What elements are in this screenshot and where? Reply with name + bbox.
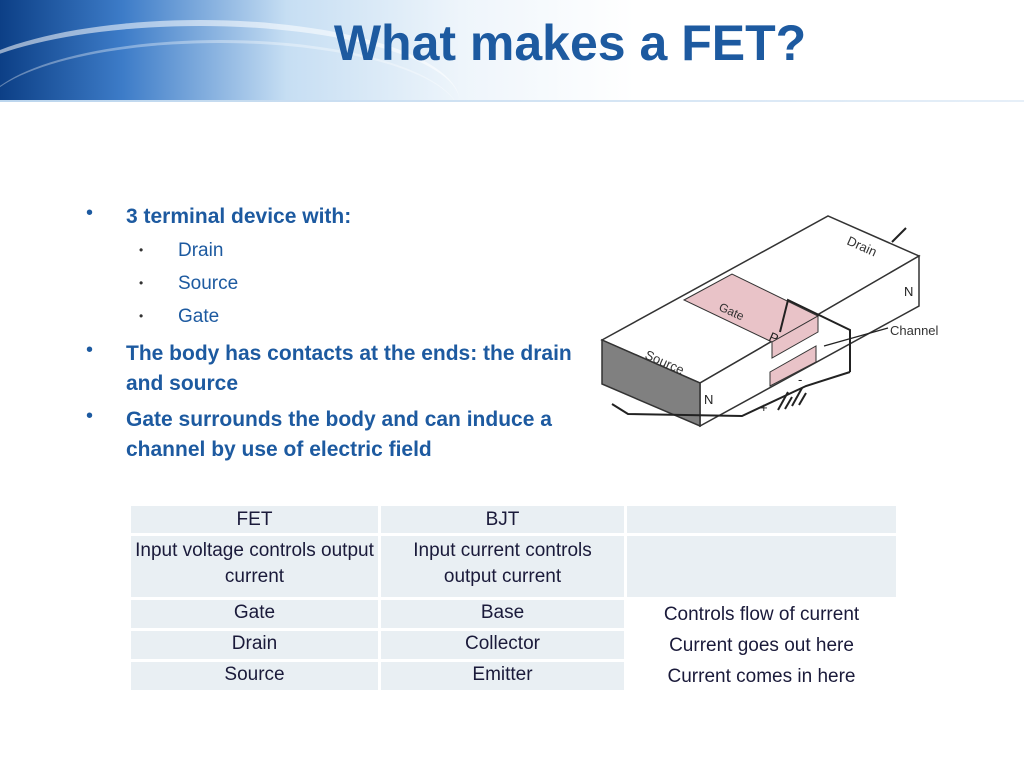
bullet-marker: •: [86, 405, 94, 427]
table-cell: BJT: [378, 503, 627, 536]
sub-bullet-text: Source: [178, 273, 239, 294]
table-cell: Drain: [128, 628, 381, 662]
battery-plate: [784, 396, 793, 410]
table-cell: Input voltage controls output current: [128, 533, 381, 600]
bullet-list: • 3 terminal device with: • Drain • Source…: [86, 202, 586, 471]
fet-diagram: Drain N Gate P Channel Source N + -: [600, 215, 939, 428]
sub-bullet-drain: • Drain: [126, 234, 586, 267]
channel-callout: [823, 327, 889, 347]
table-cell: Collector: [378, 628, 627, 662]
table-cell: [624, 503, 899, 536]
sub-bullet-marker: •: [139, 276, 144, 290]
sub-bullet-list: • Drain • Source • Gate: [126, 234, 586, 333]
battery-plate: [798, 392, 807, 406]
battery-plate: [791, 387, 803, 407]
table-cell: Gate: [128, 597, 381, 631]
table-row: Input voltage controls output current In…: [128, 533, 899, 600]
bullet-item-body-contacts: • The body has contacts at the ends: the…: [86, 339, 586, 399]
table-row: Gate Base Controls flow of current: [128, 597, 899, 631]
sub-bullet-source: • Source: [126, 267, 586, 300]
channel-label: Channel: [890, 323, 939, 338]
table-cell: Emitter: [378, 659, 627, 693]
gate-wire: [779, 298, 851, 372]
slide-title: What makes a FET?: [333, 15, 807, 71]
title-banner: [0, 0, 1024, 102]
sub-bullet-gate: • Gate: [126, 300, 586, 333]
comparison-table: FET BJT Input voltage controls output cu…: [128, 503, 899, 693]
bullet-item-gate-channel: • Gate surrounds the body and can induce…: [86, 405, 586, 465]
banner-swoosh-secondary: [0, 40, 460, 102]
table-row: Drain Collector Current goes out here: [128, 628, 899, 662]
table-cell: [624, 533, 899, 600]
bullet-marker: •: [86, 339, 94, 361]
n-label-bottom: N: [704, 392, 713, 407]
banner-swoosh: [0, 20, 460, 102]
table-row: FET BJT: [128, 503, 899, 536]
bullet-text: 3 terminal device with:: [126, 205, 352, 228]
bullet-text: Gate surrounds the body and can induce a…: [126, 408, 552, 461]
source-wire: [611, 371, 851, 418]
banner-divider: [0, 100, 1024, 102]
table-cell: Current comes in here: [624, 659, 899, 693]
table-cell: Base: [378, 597, 627, 631]
table-cell: FET: [128, 503, 381, 536]
minus-label: -: [798, 372, 802, 387]
sub-bullet-marker: •: [139, 243, 144, 257]
source-end-face: [601, 338, 701, 428]
plus-label: +: [760, 400, 768, 415]
bullet-text: The body has contacts at the ends: the d…: [126, 342, 572, 395]
sub-bullet-text: Drain: [178, 240, 224, 261]
drain-wire: [891, 227, 907, 243]
table-cell: Current goes out here: [624, 628, 899, 662]
battery-plate: [777, 391, 789, 411]
bullet-marker: •: [86, 202, 94, 224]
sub-bullet-text: Gate: [178, 306, 220, 327]
table-cell: Source: [128, 659, 381, 693]
table-row: Source Emitter Current comes in here: [128, 659, 899, 693]
gate-front-region: [771, 315, 819, 359]
gate-lower-region: [769, 345, 817, 387]
n-label-top: N: [904, 284, 913, 299]
sub-bullet-marker: •: [139, 309, 144, 323]
bullet-item-terminals: • 3 terminal device with: • Drain • Source…: [86, 202, 586, 333]
table-cell: Input current controls output current: [378, 533, 627, 600]
table-cell: Controls flow of current: [624, 597, 899, 631]
